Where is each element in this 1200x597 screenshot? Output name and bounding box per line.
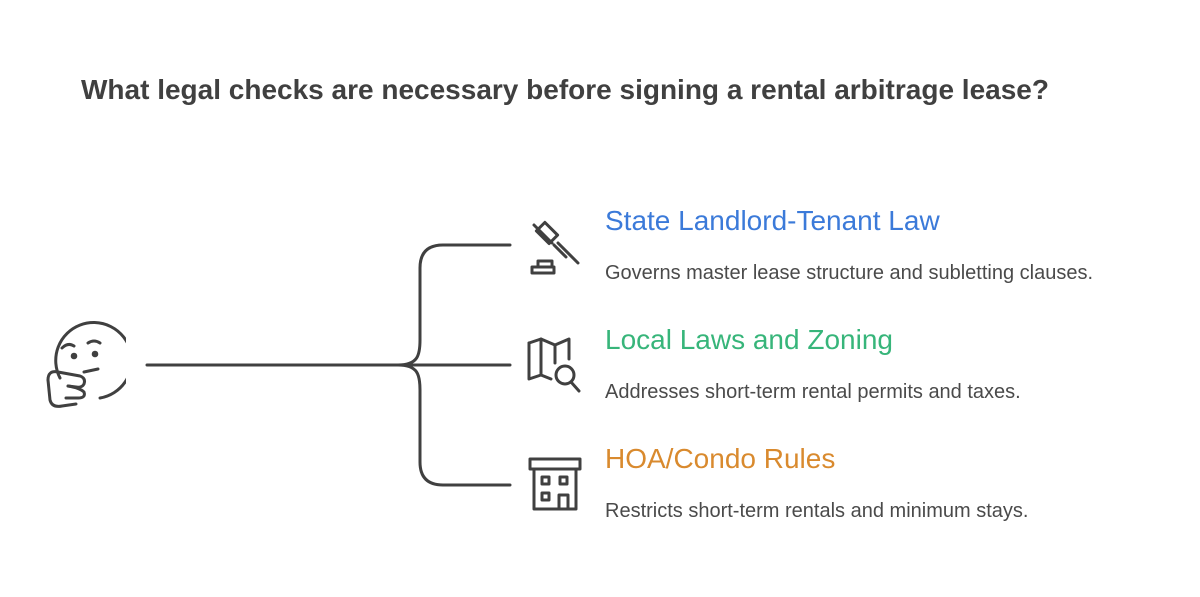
item-title-state-law: State Landlord-Tenant Law — [605, 205, 940, 236]
building-icon — [528, 457, 582, 511]
item-title-hoa-rules: HOA/Condo Rules — [605, 443, 836, 474]
branch-bottom — [396, 363, 512, 487]
item-desc-local-laws: Addresses short-term rental permits and … — [605, 381, 1021, 403]
item-desc-hoa-rules: Restricts short-term rentals and minimum… — [605, 500, 1029, 522]
item-title-local-laws: Local Laws and Zoning — [605, 324, 893, 355]
map-search-icon — [527, 337, 581, 393]
diagram-title: What legal checks are necessary before s… — [81, 74, 1049, 105]
item-desc-state-law: Governs master lease structure and suble… — [605, 262, 1094, 284]
thinking-face-icon — [46, 321, 126, 408]
gavel-icon — [530, 220, 580, 275]
branch-top — [396, 243, 512, 367]
